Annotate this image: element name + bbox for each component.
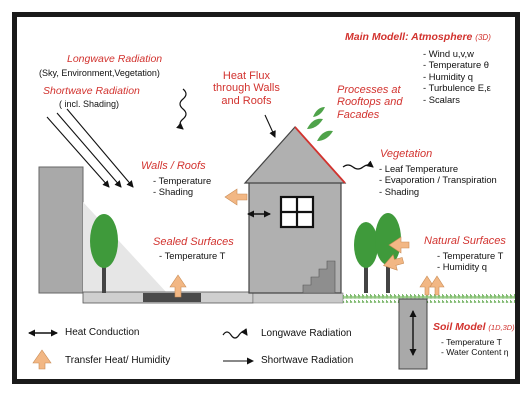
- vegetation-item-leaf-temperature: Leaf Temperature: [379, 163, 497, 174]
- heat-flux-line-2: through Walls: [213, 82, 280, 95]
- vegetation-title: Vegetation: [380, 148, 433, 160]
- processes-line-1: Processes at: [337, 84, 401, 96]
- processes-line-2: Rooftops and: [337, 96, 403, 109]
- vegetation-item-evaporation: Evaporation / Transpiration: [379, 174, 497, 185]
- atmosphere-item-wind: Wind u,v,w: [423, 48, 491, 59]
- soil-scope: (1D,3D): [488, 323, 515, 332]
- tall-building: [38, 166, 84, 294]
- vegetation-list: Leaf Temperature Evaporation / Transpira…: [379, 163, 497, 197]
- stair-steps: [302, 260, 336, 294]
- longwave-subtitle: (Sky, Environment,Vegetation): [39, 68, 160, 78]
- legend-heat-conduction: Heat Conduction: [65, 327, 140, 338]
- house-roof: [243, 126, 347, 184]
- shortwave-title: Shortwave Radiation: [43, 85, 140, 97]
- soil-item-temperature: Temperature T: [441, 337, 509, 347]
- heat-flux-label: Heat Flux through Walls and Roofs: [213, 70, 280, 107]
- processes-label: Processes at Rooftops and Facades: [337, 84, 402, 121]
- sealed-item-temperature: Temperature T: [159, 250, 226, 261]
- atmosphere-title: Main Modell: Atmosphere (3D): [345, 31, 491, 44]
- soil-title-text: Soil Model: [433, 321, 486, 333]
- atmosphere-scope: (3D): [475, 33, 491, 42]
- sealed-title: Sealed Surfaces: [153, 236, 234, 248]
- grass-surface: [343, 293, 515, 303]
- longwave-arrow-top: [176, 88, 187, 130]
- transfer-arrows: [169, 188, 445, 298]
- soil-item-water-content: Water Content η: [441, 347, 508, 357]
- heat-flux-arrow: [264, 114, 276, 138]
- legend-shortwave: Shortwave Radiation: [261, 355, 354, 366]
- roof-highlight: [294, 126, 346, 184]
- heat-flux-line-1: Heat Flux: [222, 70, 270, 82]
- atmosphere-list: Wind u,v,w Temperature θ Humidity q Turb…: [423, 48, 491, 105]
- vegetation-item-shading: Shading: [379, 186, 497, 197]
- longwave-title: Longwave Radiation: [67, 53, 163, 65]
- tree-right-2-icon: [375, 213, 401, 293]
- shortwave-arrows: [46, 108, 134, 188]
- heat-flux-line-3: and Roofs: [221, 94, 272, 107]
- processes-line-3: Facades: [337, 108, 380, 121]
- atmosphere-item-scalars: Scalars: [423, 94, 491, 105]
- atmosphere-item-humidity: Humidity q: [423, 71, 491, 82]
- soil-title: Soil Model (1D,3D): [433, 321, 515, 334]
- sealed-list: Temperature T: [159, 250, 226, 261]
- atmosphere-item-turbulence: Turbulence E,ε: [423, 82, 491, 93]
- walls-list: Temperature Shading: [153, 175, 212, 198]
- asphalt-road: [143, 293, 201, 302]
- ground-pavement: [252, 292, 344, 304]
- urban-microclimate-diagram: [28, 88, 515, 370]
- natural-list: Temperature T Humidity q: [437, 250, 504, 273]
- diagram-frame: Longwave Radiation (Sky, Environment,Veg…: [12, 12, 520, 384]
- soil-list: Temperature T Water Content η: [441, 337, 509, 358]
- legend-transfer: Transfer Heat/ Humidity: [65, 355, 171, 366]
- shortwave-subtitle: ( incl. Shading): [59, 99, 120, 109]
- natural-item-temperature: Temperature T: [437, 250, 504, 261]
- walls-title: Walls / Roofs: [141, 160, 206, 172]
- natural-title: Natural Surfaces: [424, 235, 506, 247]
- atmosphere-item-temperature: Temperature θ: [423, 59, 491, 70]
- walls-item-shading: Shading: [153, 186, 211, 197]
- rooftop-leaves-icon: [307, 107, 333, 141]
- longwave-arrow-roof: [342, 160, 374, 170]
- natural-item-humidity: Humidity q: [437, 261, 503, 272]
- tree-left-icon: [90, 214, 118, 293]
- legend-longwave-arrow: [222, 328, 248, 339]
- legend-longwave: Longwave Radiation: [261, 328, 352, 339]
- tree-right-1-icon: [354, 222, 378, 293]
- legend-transfer-arrow: [32, 349, 52, 370]
- walls-item-temperature: Temperature: [153, 175, 212, 186]
- atmosphere-title-text: Main Modell: Atmosphere: [345, 31, 473, 43]
